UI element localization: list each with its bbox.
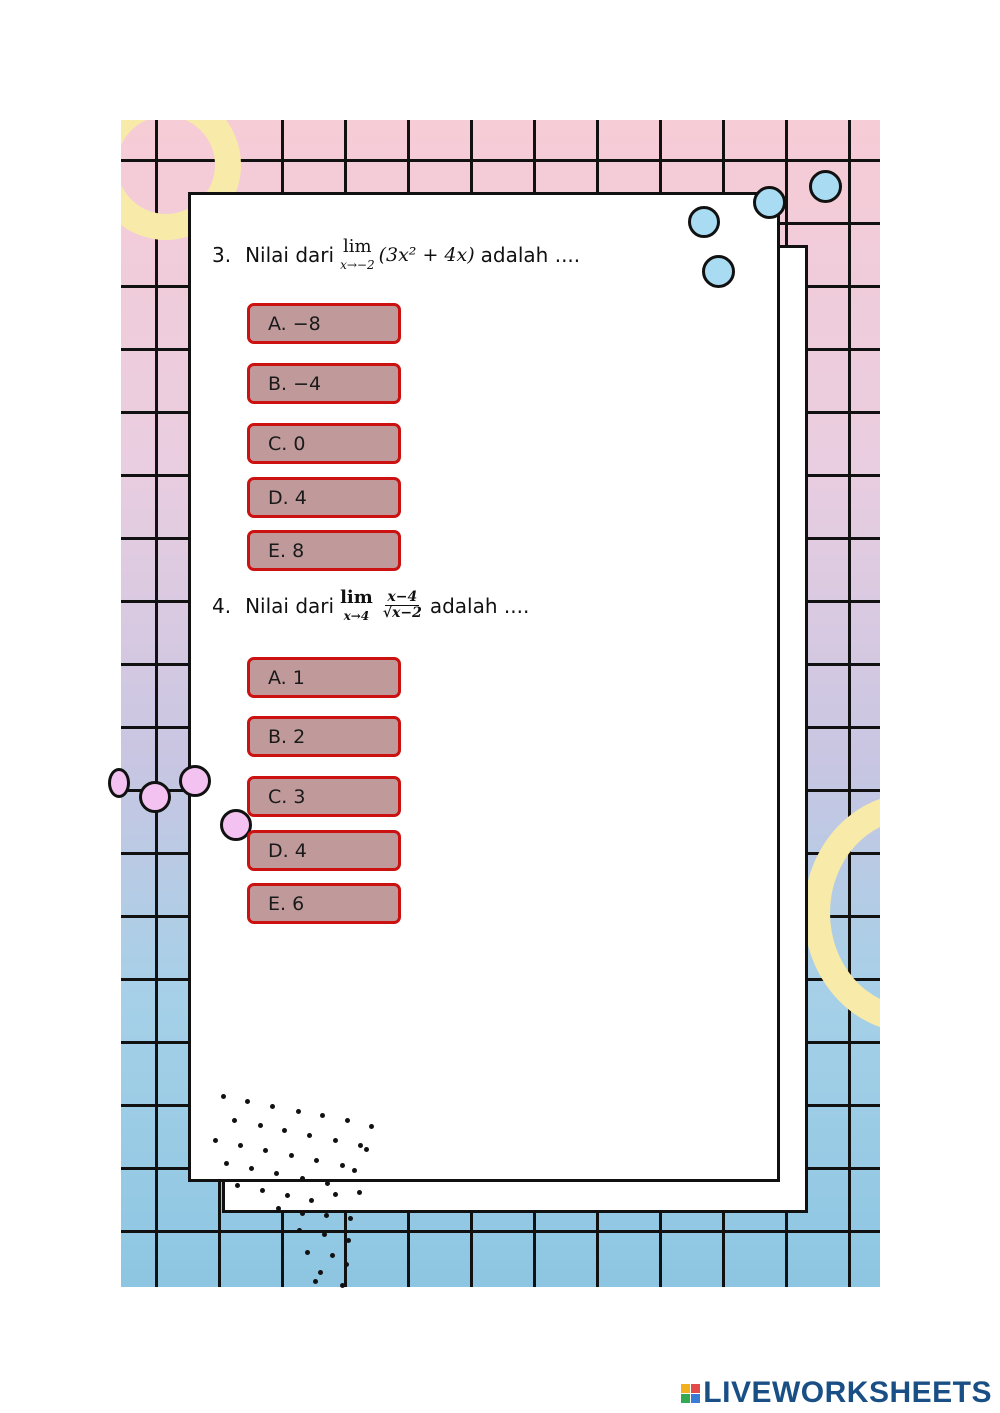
pattern-dot <box>235 1183 240 1188</box>
pattern-dot <box>270 1104 275 1109</box>
pattern-dot <box>300 1211 305 1216</box>
pattern-dot <box>297 1228 302 1233</box>
pattern-dot <box>300 1176 305 1181</box>
pattern-dot <box>285 1193 290 1198</box>
pink-bubble <box>139 781 171 813</box>
blue-bubble <box>688 206 720 238</box>
pattern-dot <box>305 1250 310 1255</box>
pattern-dot <box>333 1192 338 1197</box>
answer-option[interactable]: E. 6 <box>247 883 401 924</box>
pattern-dot <box>309 1198 314 1203</box>
question-suffix: adalah .... <box>429 593 530 618</box>
math-expression: lim x→−2 (3x² + 4x) <box>340 236 475 272</box>
pattern-dot <box>296 1109 301 1114</box>
pattern-dot <box>274 1171 279 1176</box>
limit-operator: lim x→−2 <box>340 236 375 272</box>
question-3: 3. Nilai dari lim x→−2 (3x² + 4x) adalah… <box>212 236 581 272</box>
pattern-dot <box>313 1279 318 1284</box>
question-prefix: Nilai dari <box>245 593 335 618</box>
answer-option[interactable]: A. −8 <box>247 303 401 344</box>
pattern-dot <box>358 1143 363 1148</box>
pattern-dot <box>213 1138 218 1143</box>
pattern-dot <box>333 1138 338 1143</box>
answer-option[interactable]: D. 4 <box>247 477 401 518</box>
pattern-dot <box>307 1133 312 1138</box>
lim-subscript: x→4 <box>343 609 370 623</box>
pattern-dot <box>314 1158 319 1163</box>
pattern-dot <box>346 1238 351 1243</box>
answer-option[interactable]: D. 4 <box>247 830 401 871</box>
answer-option[interactable]: A. 1 <box>247 657 401 698</box>
pattern-dot <box>369 1124 374 1129</box>
question-prefix: Nilai dari <box>245 242 335 267</box>
pattern-dot <box>322 1232 327 1237</box>
fraction: x−4 √x−2 <box>381 588 424 622</box>
pattern-dot <box>357 1190 362 1195</box>
answer-option[interactable]: E. 8 <box>247 530 401 571</box>
pattern-dot <box>245 1099 250 1104</box>
pattern-dot <box>260 1188 265 1193</box>
pattern-dot <box>344 1262 349 1267</box>
pink-bubble <box>179 765 211 797</box>
lim-subscript: x→−2 <box>340 258 375 272</box>
answer-option[interactable]: C. 3 <box>247 776 401 817</box>
pattern-dot <box>340 1283 345 1288</box>
answer-option[interactable]: C. 0 <box>247 423 401 464</box>
blue-bubble <box>702 255 735 288</box>
pattern-dot <box>352 1168 357 1173</box>
pattern-dot <box>318 1270 323 1275</box>
blue-bubble <box>809 170 842 203</box>
answer-option[interactable]: B. −4 <box>247 363 401 404</box>
pattern-dot <box>232 1118 237 1123</box>
pattern-dot <box>238 1143 243 1148</box>
pattern-dot <box>221 1094 226 1099</box>
pattern-dot <box>249 1166 254 1171</box>
pattern-dot <box>324 1213 329 1218</box>
denominator: √x−2 <box>382 605 422 621</box>
pattern-dot <box>263 1148 268 1153</box>
liveworksheets-watermark: LIVEWORKSHEETS <box>681 1376 992 1410</box>
pattern-dot <box>320 1113 325 1118</box>
pattern-dot <box>289 1153 294 1158</box>
pattern-dot <box>348 1216 353 1221</box>
question-suffix: adalah .... <box>480 242 581 267</box>
limit-operator: lim x→4 <box>340 587 373 623</box>
pink-bubble <box>220 809 252 841</box>
pink-bubble <box>108 768 130 798</box>
pattern-dot <box>224 1161 229 1166</box>
pattern-dot <box>345 1118 350 1123</box>
pattern-dot <box>330 1253 335 1258</box>
lim-word: lim <box>343 236 372 257</box>
pattern-dot <box>325 1181 330 1186</box>
question-4: 4. Nilai dari lim x→4 x−4 √x−2 adalah ..… <box>212 587 530 623</box>
pattern-dot <box>340 1163 345 1168</box>
pattern-dot <box>276 1206 281 1211</box>
liveworksheets-logo-icon <box>681 1383 701 1403</box>
numerator: x−4 <box>385 588 420 606</box>
blue-bubble <box>753 186 786 219</box>
expression: (3x² + 4x) <box>378 243 475 266</box>
pattern-dot <box>258 1123 263 1128</box>
watermark-text: LIVEWORKSHEETS <box>703 1376 992 1409</box>
pattern-dot <box>282 1128 287 1133</box>
pattern-dot <box>364 1147 369 1152</box>
lim-word: lim <box>340 587 373 608</box>
yellow-ring-right <box>804 793 880 1033</box>
question-number: 4. <box>212 593 232 618</box>
math-expression: lim x→4 x−4 √x−2 <box>340 587 424 623</box>
answer-option[interactable]: B. 2 <box>247 716 401 757</box>
question-number: 3. <box>212 242 232 267</box>
